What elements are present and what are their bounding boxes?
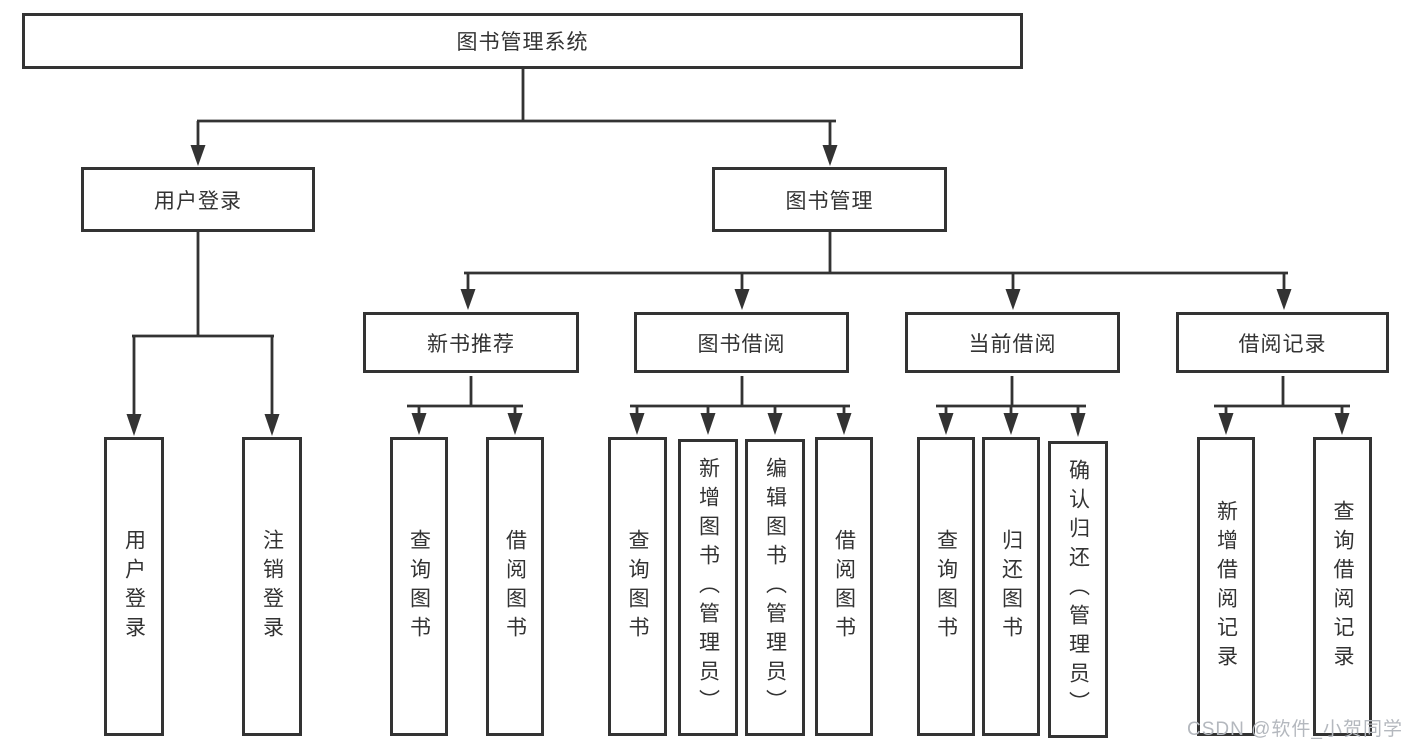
node-label: 归还图书: [999, 528, 1023, 645]
node-label: 当前借阅: [968, 332, 1057, 356]
node-label: 确认归还（管理员）: [1066, 459, 1090, 720]
node-new-book-recommendation: 新书推荐: [363, 312, 579, 373]
node-user-login: 用户登录: [81, 167, 315, 232]
node-label: 新书推荐: [427, 332, 515, 356]
node-borrow-books-recommend: 借阅图书: [486, 437, 544, 736]
node-current-borrowing: 当前借阅: [905, 312, 1120, 373]
node-logout: 注销登录: [242, 437, 302, 736]
node-label: 图书管理系统: [456, 31, 589, 54]
node-user-login-leaf: 用户登录: [104, 437, 164, 736]
node-edit-books-admin: 编辑图书（管理员）: [745, 439, 805, 736]
node-label: 借阅记录: [1238, 332, 1327, 356]
node-label: 查询借阅记录: [1331, 499, 1354, 674]
node-label: 注销登录: [260, 528, 284, 645]
csdn-watermark: CSDN @软件_小贺同学: [1187, 719, 1403, 740]
node-label: 查询图书: [626, 528, 649, 645]
node-label: 新增借阅记录: [1214, 499, 1238, 674]
node-add-borrow-record: 新增借阅记录: [1197, 437, 1255, 736]
node-query-books-recommend: 查询图书: [390, 437, 448, 736]
node-library-management-system: 图书管理系统: [22, 13, 1023, 69]
node-label: 借阅图书: [503, 528, 527, 645]
node-label: 借阅图书: [832, 528, 856, 645]
node-book-management: 图书管理: [712, 167, 947, 232]
node-label: 查询图书: [934, 528, 958, 645]
node-add-books-admin: 新增图书（管理员）: [678, 439, 738, 736]
node-label: 编辑图书（管理员）: [763, 457, 787, 718]
node-book-borrowing: 图书借阅: [634, 312, 849, 373]
node-label: 用户登录: [122, 528, 146, 645]
node-borrowing-records: 借阅记录: [1176, 312, 1389, 373]
node-borrow-books: 借阅图书: [815, 437, 873, 736]
node-label: 用户登录: [154, 189, 242, 213]
node-label: 图书借阅: [697, 332, 786, 356]
node-query-books-current: 查询图书: [917, 437, 975, 736]
node-confirm-return-admin: 确认归还（管理员）: [1048, 441, 1108, 738]
arrowheads: [126, 145, 1350, 437]
node-label: 图书管理: [785, 189, 874, 213]
node-label: 新增图书（管理员）: [696, 457, 720, 718]
node-query-books-borrowing: 查询图书: [608, 437, 667, 736]
node-query-borrow-record: 查询借阅记录: [1313, 437, 1372, 736]
node-return-books: 归还图书: [982, 437, 1040, 736]
node-label: 查询图书: [407, 528, 431, 645]
